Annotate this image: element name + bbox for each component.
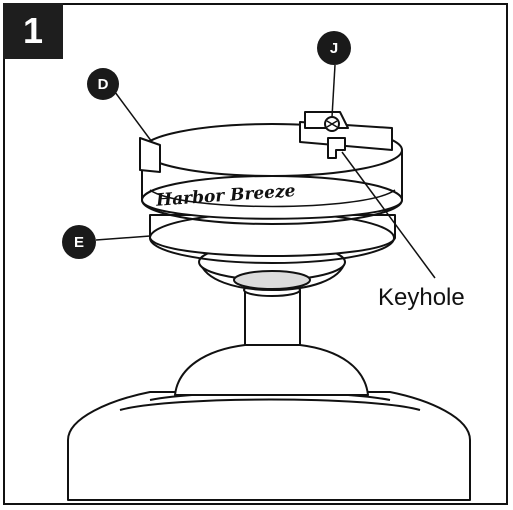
callout-j-leader (331, 64, 336, 118)
callout-d-label: D (98, 76, 109, 93)
downrod (244, 289, 301, 346)
diagram-frame (3, 3, 508, 505)
fan-motor-housing (67, 391, 471, 501)
callout-j-label: J (330, 40, 338, 57)
housing-rim (119, 398, 421, 411)
callout-d-leader (111, 87, 153, 143)
fan-housing-dome (174, 344, 369, 396)
callout-e-leader (95, 235, 151, 241)
callout-e: E (62, 225, 96, 259)
callout-e-label: E (74, 234, 84, 251)
callout-d: D (87, 68, 119, 100)
keyhole-leader (341, 151, 436, 279)
callout-j: J (317, 31, 351, 65)
mounting-bracket (139, 137, 161, 173)
step-number-badge: 1 (3, 3, 63, 59)
keyhole-label: Keyhole (378, 284, 465, 311)
